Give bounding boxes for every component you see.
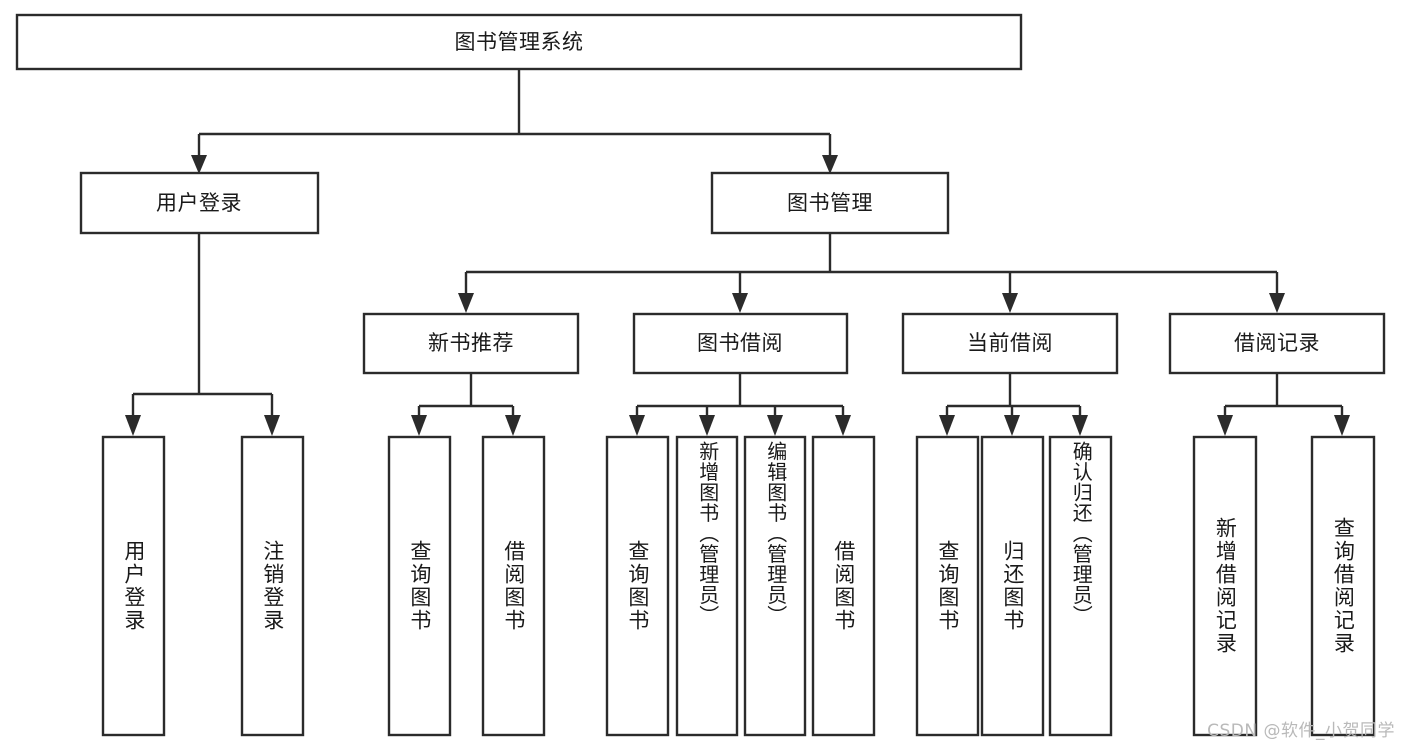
arrowhead-new-book-recommend: [458, 293, 474, 313]
arrowhead-leaf-1: [125, 415, 141, 436]
arrowhead-current-borrow: [1002, 293, 1018, 313]
leaf-box-return-book[interactable]: [980, 435, 1045, 737]
arrowhead-leaf-5: [629, 415, 645, 436]
arrowhead-leaf-12: [1217, 415, 1233, 436]
connector-group-current-borrow: [939, 373, 1088, 436]
node-current-borrow-rect[interactable]: [901, 312, 1119, 375]
arrowhead-user-login: [191, 155, 207, 174]
node-new-book-recommend-label: 新书推荐: [428, 331, 514, 355]
leaf-box-confirm-return[interactable]: [1048, 435, 1113, 737]
node-borrow-record-label: 借阅记录: [1234, 331, 1320, 355]
arrowhead-book-manage: [822, 155, 838, 174]
node-root-rect[interactable]: [15, 13, 1023, 71]
arrowhead-leaf-7: [767, 415, 783, 436]
connector-group-root: [191, 70, 838, 174]
arrowhead-leaf-9: [939, 415, 955, 436]
leaf-box-query-book-3[interactable]: [915, 435, 980, 737]
arrowhead-borrow-record: [1269, 293, 1285, 313]
node-root-label: 图书管理系统: [455, 30, 584, 54]
node-root[interactable]: 图书管理系统: [15, 13, 1023, 71]
leaf-box-user-login[interactable]: [101, 435, 166, 737]
leaf-box-query-book-1[interactable]: [387, 435, 452, 737]
node-new-book-recommend-rect[interactable]: [362, 312, 580, 375]
node-current-borrow-label: 当前借阅: [967, 331, 1053, 355]
connector-group-new-book-recommend: [411, 373, 521, 436]
node-borrow-record-rect[interactable]: [1168, 312, 1386, 375]
leaf-box-user-logout[interactable]: [240, 435, 305, 737]
leaf-box-query-record[interactable]: [1310, 435, 1376, 737]
arrowhead-leaf-13: [1334, 415, 1350, 436]
connector-group-book-borrow: [629, 373, 851, 436]
arrowhead-leaf-10: [1004, 415, 1020, 436]
node-book-manage-rect[interactable]: [710, 171, 950, 235]
node-book-borrow-rect[interactable]: [632, 312, 849, 375]
leaf-box-query-book-2[interactable]: [605, 435, 670, 737]
node-book-borrow-label: 图书借阅: [697, 331, 783, 355]
csdn-watermark: CSDN @软件_小贺同学: [1207, 721, 1395, 741]
connector-group-user-login: [125, 233, 280, 436]
leaf-box-add-book[interactable]: [675, 435, 739, 737]
arrowhead-leaf-11: [1072, 415, 1088, 436]
leaf-box-borrow-book-2[interactable]: [811, 435, 876, 737]
connector-group-book-manage: [458, 233, 1285, 313]
connector-group-borrow-record: [1217, 373, 1350, 436]
leaf-box-add-record[interactable]: [1192, 435, 1258, 737]
arrowhead-leaf-3: [411, 415, 427, 436]
node-borrow-record[interactable]: 借阅记录: [1168, 312, 1386, 375]
node-current-borrow[interactable]: 当前借阅: [901, 312, 1119, 375]
node-book-borrow[interactable]: 图书借阅: [632, 312, 849, 375]
node-new-book-recommend[interactable]: 新书推荐: [362, 312, 580, 375]
leaf-box-borrow-book-1[interactable]: [481, 435, 546, 737]
node-book-manage-label: 图书管理: [787, 191, 873, 215]
node-user-login[interactable]: 用户登录: [79, 171, 320, 235]
node-book-manage[interactable]: 图书管理: [710, 171, 950, 235]
node-user-login-rect[interactable]: [79, 171, 320, 235]
arrowhead-leaf-8: [835, 415, 851, 436]
arrowhead-leaf-2: [264, 415, 280, 436]
leaf-box-edit-book[interactable]: [743, 435, 807, 737]
arrowhead-book-borrow: [732, 293, 748, 313]
arrowhead-leaf-6: [699, 415, 715, 436]
node-user-login-label: 用户登录: [156, 191, 242, 215]
arrowhead-leaf-4: [505, 415, 521, 436]
